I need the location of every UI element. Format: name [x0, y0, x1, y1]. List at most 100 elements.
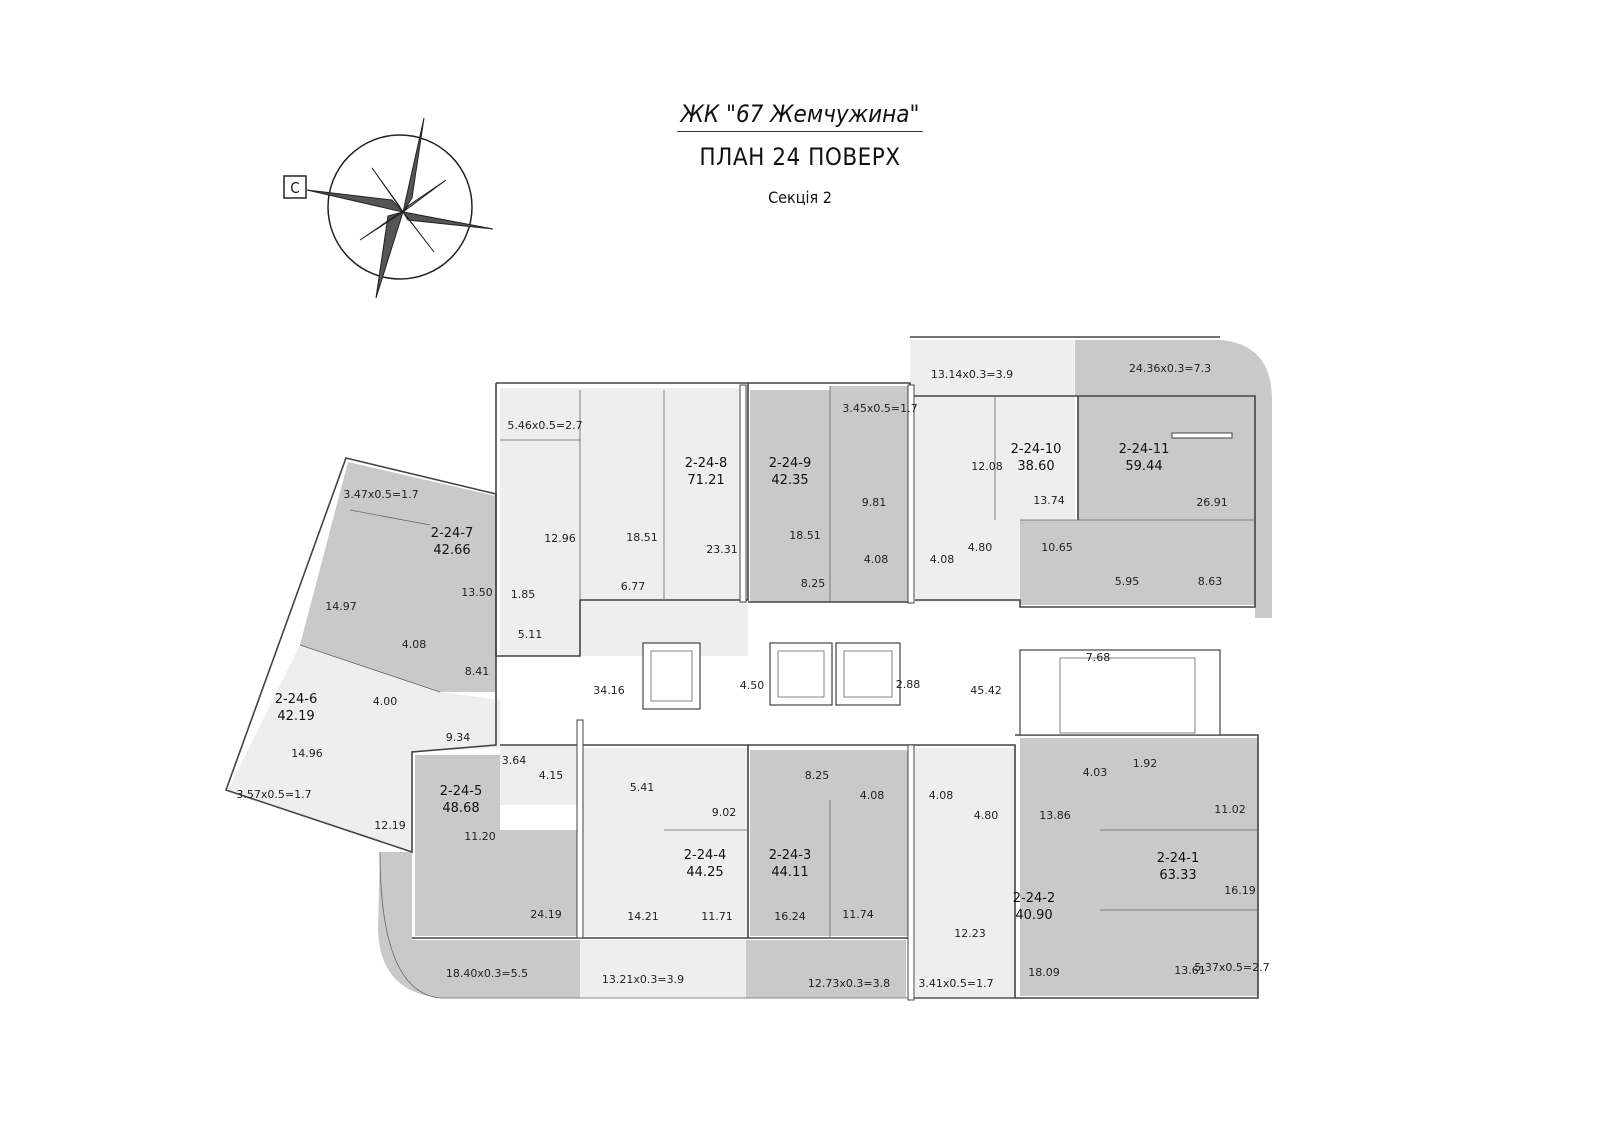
room-area: 10.65: [1041, 541, 1073, 554]
room-area: 6.77: [621, 580, 646, 593]
room-area: 4.08: [930, 553, 955, 566]
apartment-2-24-5[interactable]: 2-24-5 48.68: [440, 784, 482, 816]
room-area: 4.08: [402, 638, 427, 651]
room-area: 12.96: [544, 532, 576, 545]
room-area: 18.51: [789, 529, 821, 542]
apartment-area: 48.68: [442, 801, 479, 816]
apartment-area: 42.35: [771, 473, 808, 488]
room-area: 18.51: [626, 531, 658, 544]
corridor-area: 2.88: [896, 678, 921, 691]
room-area: 14.21: [627, 910, 659, 923]
apartment-number: 2-24-11: [1119, 442, 1170, 457]
apartment-2-24-2[interactable]: 2-24-2 40.90: [1013, 891, 1055, 923]
room-area: 9.34: [446, 731, 471, 744]
room-area: 14.97: [325, 600, 357, 613]
apartment-area: 63.33: [1159, 868, 1196, 883]
room-area: 11.20: [464, 830, 496, 843]
balcony-area: 13.14x0.3=3.9: [931, 368, 1013, 381]
balcony-area: 12.73x0.3=3.8: [808, 977, 890, 990]
apartment-2-24-4[interactable]: 2-24-4 44.25: [684, 848, 726, 880]
corridor-area: 45.42: [970, 684, 1002, 697]
room-area: 8.63: [1198, 575, 1223, 588]
balcony-area: 13.21x0.3=3.9: [602, 973, 684, 986]
apartment-shading: [228, 340, 1272, 998]
room-area: 18.09: [1028, 966, 1060, 979]
room-area: 3.64: [502, 754, 527, 767]
section-label: Секція 2: [768, 188, 832, 207]
apartment-number: 2-24-6: [275, 692, 317, 707]
room-area: 12.08: [971, 460, 1003, 473]
label: ЖК "67 Жемчужина": [676, 100, 924, 132]
apartment-2-24-8[interactable]: 2-24-871.21: [685, 456, 727, 488]
room-area: 12.23: [954, 927, 986, 940]
room-area: 11.02: [1214, 803, 1246, 816]
corridor-area: 34.16: [593, 684, 625, 697]
room-area: 9.81: [862, 496, 887, 509]
balcony-area: 5.37x0.5=2.7: [1194, 961, 1269, 974]
room-area: 9.02: [712, 806, 737, 819]
walls: [224, 336, 1259, 1001]
apartment-2-24-1[interactable]: 2-24-1 63.33: [1157, 851, 1199, 883]
room-area: 4.15: [539, 769, 564, 782]
apartment-area: 59.44: [1125, 459, 1162, 474]
apartment-2-24-6[interactable]: 2-24-6 42.19: [275, 692, 317, 724]
balcony-area: 3.57x0.5=1.7: [236, 788, 311, 801]
balcony-area: 24.36x0.3=7.3: [1129, 362, 1211, 375]
apartment-area: 44.11: [771, 865, 808, 880]
room-area: 4.80: [968, 541, 993, 554]
apartment-area: 42.19: [277, 709, 314, 724]
apartment-2-24-11[interactable]: 2-24-11 59.44: [1119, 442, 1170, 474]
room-area: 13.61: [1174, 964, 1206, 977]
apartment-number: 2-24-2: [1013, 891, 1055, 906]
apartment-number: 2-24-1: [1157, 851, 1199, 866]
apartment-number: 2-24-8: [685, 456, 727, 471]
apartment-area: 42.66: [433, 543, 470, 558]
apartment-labels: 2-24-1 63.33 2-24-2 40.90 2-24-3 44.11 2-24…: [275, 442, 1199, 923]
room-area: 8.25: [801, 577, 826, 590]
apartment-number: 2-24-9: [769, 456, 811, 471]
corridor-area: 4.50: [740, 679, 765, 692]
complex-title: ЖК "67 Жемчужина": [0, 100, 1600, 132]
room-area: 11.71: [701, 910, 733, 923]
balcony-area: 3.41x0.5=1.7: [918, 977, 993, 990]
room-area: 7.68: [1086, 651, 1111, 664]
balcony-area: 3.47x0.5=1.7: [343, 488, 418, 501]
room-area: 13.50: [461, 586, 493, 599]
apartment-number: 2-24-3: [769, 848, 811, 863]
room-area: 4.80: [974, 809, 999, 822]
apartment-number: 2-24-10: [1011, 442, 1062, 457]
room-area: 4.00: [373, 695, 398, 708]
room-area: 1.92: [1133, 757, 1158, 770]
apartment-2-24-7[interactable]: 2-24-7 42.66: [431, 526, 473, 558]
north-label: С: [290, 179, 299, 197]
room-area: 14.96: [291, 747, 323, 760]
apartment-number: 2-24-4: [684, 848, 726, 863]
plan-title: ПЛАН 24 ПОВЕРХ: [699, 143, 901, 171]
room-area: 4.08: [929, 789, 954, 802]
apartment-number: 2-24-7: [431, 526, 473, 541]
room-area: 5.41: [630, 781, 655, 794]
room-area: 16.19: [1224, 884, 1256, 897]
room-area: 8.25: [805, 769, 830, 782]
room-area: 23.31: [706, 543, 738, 556]
compass-rose-icon: С: [283, 117, 494, 299]
room-area-labels: 5.46x0.5=2.7 12.96 18.51 6.77 23.31 1.85…: [236, 362, 1269, 990]
apartment-number: 2-24-5: [440, 784, 482, 799]
room-area: 4.03: [1083, 766, 1108, 779]
apartment-area: 40.90: [1015, 908, 1052, 923]
apartment-2-24-3[interactable]: 2-24-3 44.11: [769, 848, 811, 880]
room-area: 5.95: [1115, 575, 1140, 588]
apartment-area: 38.60: [1017, 459, 1054, 474]
room-area: 12.19: [374, 819, 406, 832]
apartment-2-24-10[interactable]: 2-24-10 38.60: [1011, 442, 1062, 474]
room-area: 13.86: [1039, 809, 1071, 822]
apartment-area: 44.25: [686, 865, 723, 880]
room-area: 5.11: [518, 628, 543, 641]
room-area: 26.91: [1196, 496, 1228, 509]
room-area: 13.74: [1033, 494, 1065, 507]
apartment-2-24-9[interactable]: 2-24-9 42.35: [769, 456, 811, 488]
room-area: 4.08: [864, 553, 889, 566]
room-area: 11.74: [842, 908, 874, 921]
